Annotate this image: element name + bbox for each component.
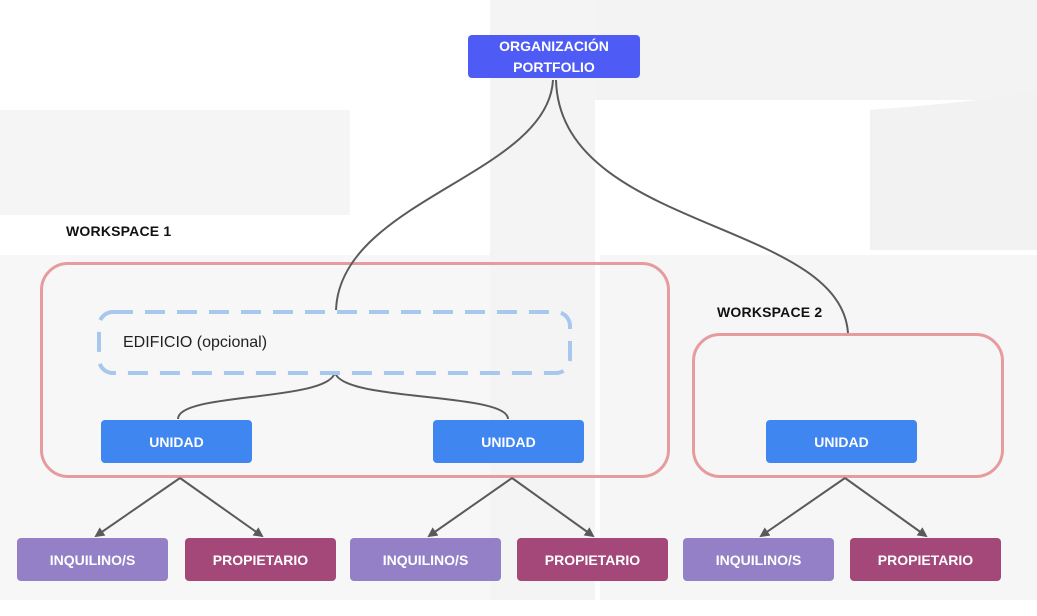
owner-node: PROPIETARIO <box>850 538 1001 581</box>
owner-node: PROPIETARIO <box>517 538 668 581</box>
root-node-organization: ORGANIZACIÓN PORTFOLIO <box>468 35 640 78</box>
unit-node: UNIDAD <box>433 420 584 463</box>
unit-node: UNIDAD <box>101 420 252 463</box>
workspace-2-frame <box>692 333 1004 478</box>
root-node-line-1: ORGANIZACIÓN <box>499 37 609 54</box>
workspace-1-label: WORKSPACE 1 <box>66 223 172 239</box>
tenant-node: INQUILINO/S <box>350 538 501 581</box>
workspace-2-label: WORKSPACE 2 <box>717 304 823 320</box>
building-node: EDIFICIO (opcional) <box>101 314 568 371</box>
root-node-line-2: PORTFOLIO <box>513 58 595 75</box>
owner-node: PROPIETARIO <box>185 538 336 581</box>
tenant-node: INQUILINO/S <box>683 538 834 581</box>
unit-node: UNIDAD <box>766 420 917 463</box>
building-label: EDIFICIO (opcional) <box>123 333 268 351</box>
tenant-node: INQUILINO/S <box>17 538 168 581</box>
